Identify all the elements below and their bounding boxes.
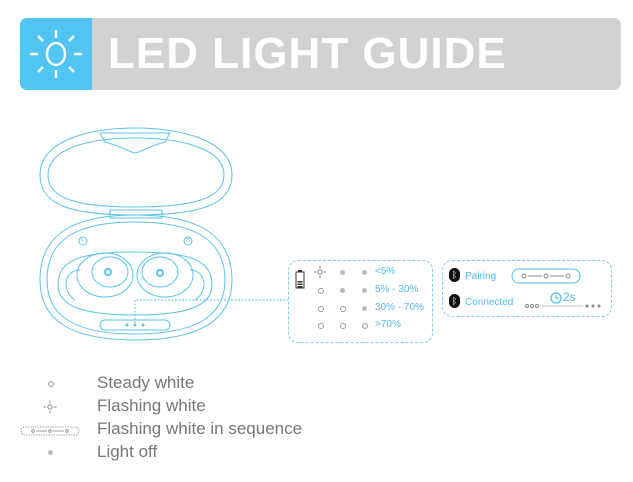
sequence-pairing-icon: [511, 268, 581, 284]
steady-dot-icon: [340, 323, 346, 329]
off-dot-icon: [362, 270, 367, 275]
off-dot-icon: [340, 270, 345, 275]
bluetooth-guide-panel: ᛒ Pairing ᛒ Connected 2s: [442, 260, 612, 317]
steady-dot-icon: [318, 288, 324, 294]
off-dot-icon: [340, 288, 345, 293]
off-dot-icon: [48, 450, 53, 455]
connected-timeline-icon: [525, 292, 601, 308]
legend-label: Flashing white in sequence: [97, 419, 303, 438]
steady-dot-icon: [318, 306, 324, 312]
steady-dot-icon: [362, 323, 368, 329]
duration-label: 2s: [563, 290, 576, 304]
battery-guide-panel: <5% 5% - 30% 30% - 70% >70%: [288, 260, 433, 343]
connected-label: Connected: [465, 297, 514, 308]
flashing-dot-icon: [313, 265, 327, 284]
battery-icon: [295, 270, 305, 289]
battery-level-label: 30% - 70%: [375, 302, 424, 313]
flashing-dot-icon: [43, 400, 57, 419]
battery-level-label: >70%: [375, 319, 401, 330]
right-label: R: [186, 237, 191, 243]
pairing-label: Pairing: [465, 271, 497, 282]
sequence-icon: [20, 424, 80, 442]
battery-level-label: 5% - 30%: [375, 284, 419, 295]
off-dot-icon: [362, 306, 367, 311]
bluetooth-icon: ᛒ: [449, 294, 460, 308]
off-dot-icon: [362, 288, 367, 293]
steady-dot-icon: [318, 323, 324, 329]
steady-dot-icon: [340, 306, 346, 312]
page-title: LED LIGHT GUIDE: [108, 29, 507, 78]
left-label: L: [81, 237, 85, 243]
steady-dot-icon: [48, 381, 54, 387]
legend-label: Light off: [97, 442, 158, 461]
header-banner: LED LIGHT GUIDE: [20, 18, 621, 90]
legend-label: Flashing white: [97, 396, 206, 415]
bluetooth-icon: ᛒ: [449, 268, 460, 282]
battery-level-label: <5%: [375, 266, 396, 277]
legend-label: Steady white: [97, 373, 195, 392]
sun-light-icon: [20, 18, 92, 90]
